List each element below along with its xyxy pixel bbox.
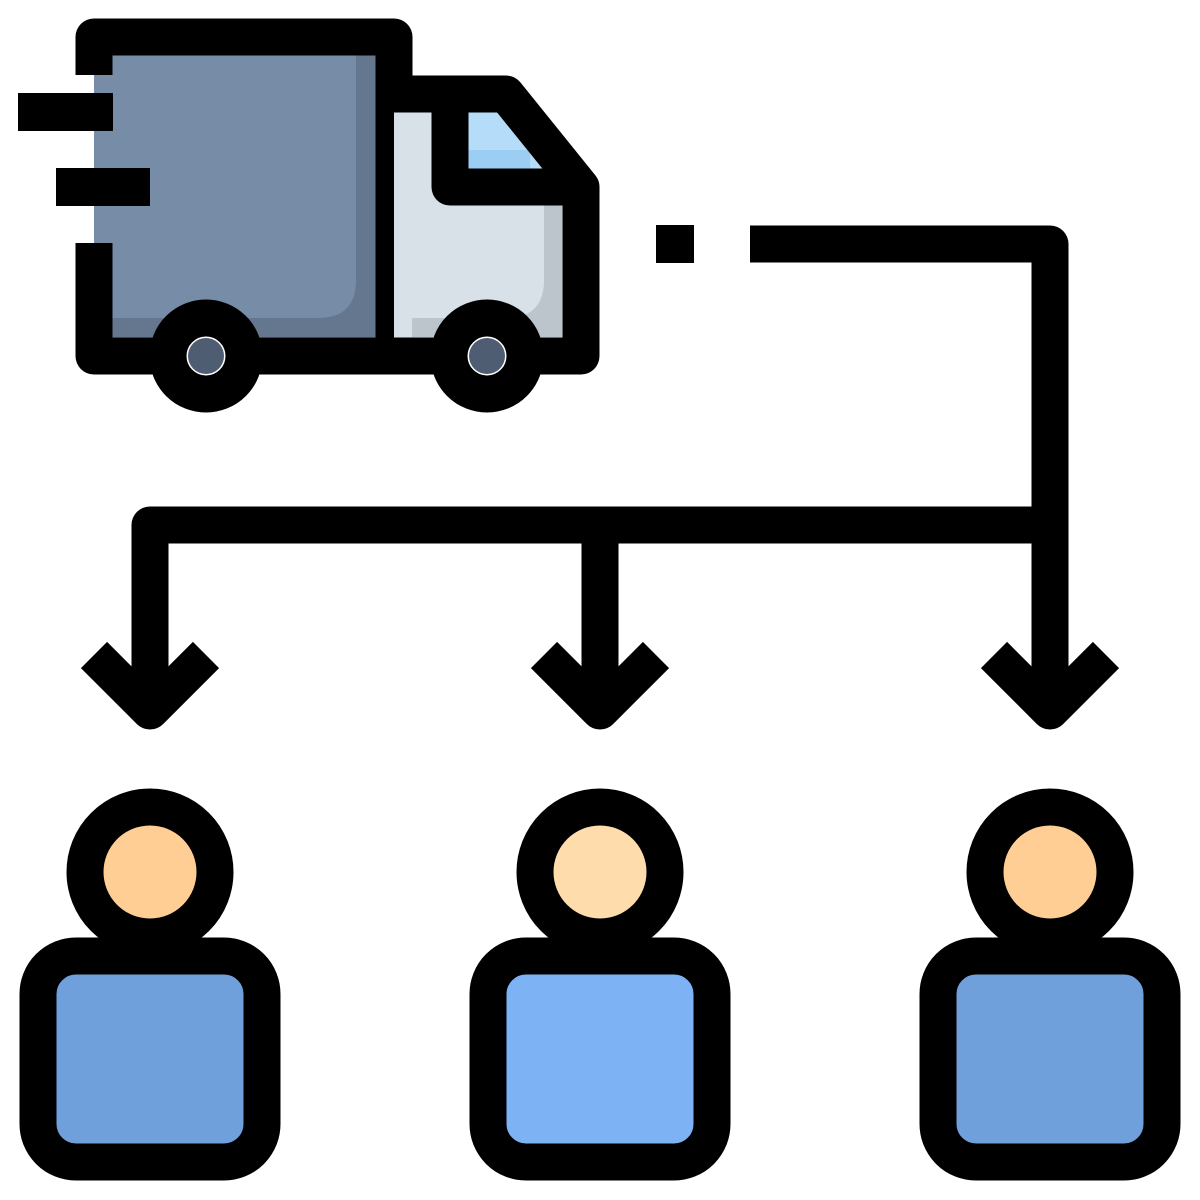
delivery-truck-icon	[18, 18, 600, 413]
arrow-down-icon-right	[980, 641, 1120, 730]
person-icon	[919, 788, 1181, 1181]
arrow-heads	[80, 641, 1120, 730]
person-body	[19, 937, 281, 1181]
distribution-connectors	[131, 225, 1069, 704]
rear-wheel-hub	[469, 338, 505, 374]
front-wheel-icon	[149, 299, 263, 413]
cargo-shadow	[94, 37, 394, 337]
front-wheel-hub	[188, 338, 224, 374]
window-outline	[431, 94, 581, 206]
person-head	[966, 788, 1134, 956]
connector-main-route	[750, 225, 1069, 704]
rear-wheel-icon	[430, 299, 544, 413]
person-head	[66, 788, 234, 956]
speed-lines-icon	[18, 93, 150, 206]
speed-line-top	[18, 93, 113, 131]
person-icon	[19, 788, 281, 1181]
arrow-down-icon-left	[80, 641, 220, 730]
connector-branch-bar	[131, 506, 1050, 704]
arrow-down-icon-middle	[530, 641, 670, 730]
person-icon	[469, 788, 731, 1181]
window-shadow	[468, 150, 530, 169]
recipients-group	[19, 788, 1181, 1181]
cabin-shadow	[412, 200, 562, 337]
connector-dash	[656, 225, 694, 263]
person-body	[919, 937, 1181, 1181]
person-head	[516, 788, 684, 956]
speed-line-bottom	[56, 168, 150, 206]
person-body	[469, 937, 731, 1181]
